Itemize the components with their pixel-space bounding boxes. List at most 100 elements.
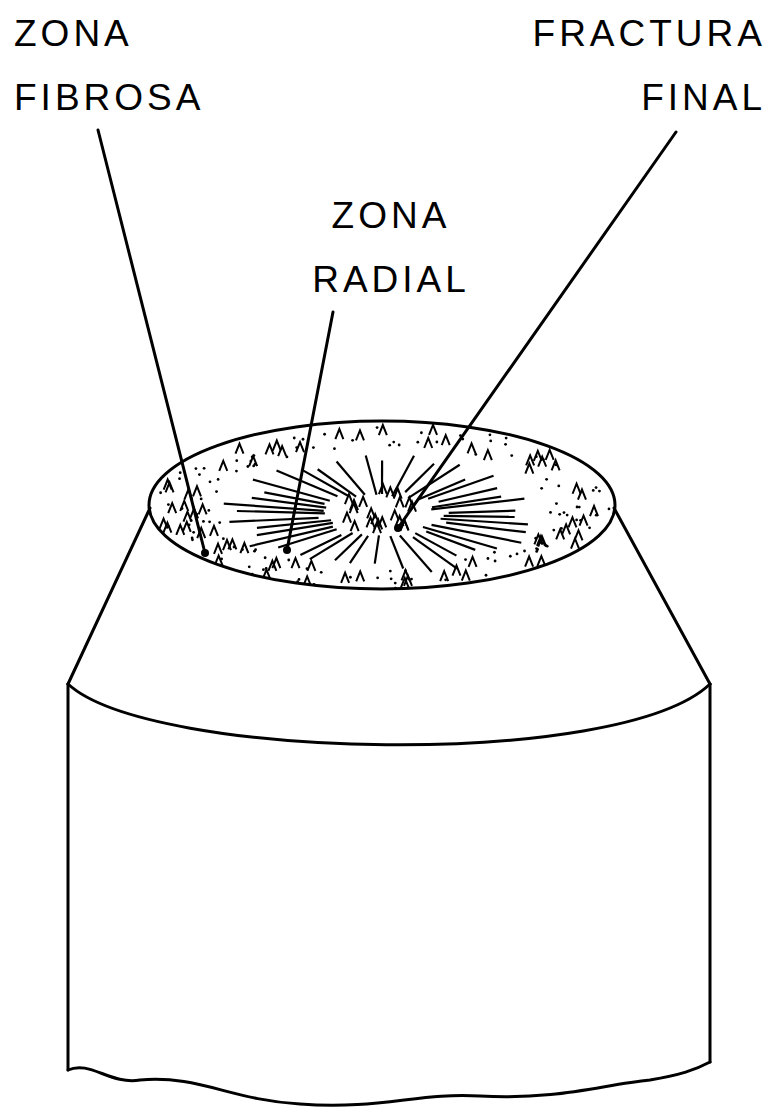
- texture-dot: [349, 576, 352, 579]
- fibrous-mark: [335, 429, 343, 439]
- texture-dot: [208, 520, 211, 523]
- texture-dot: [195, 467, 198, 470]
- texture-dot: [167, 503, 170, 506]
- texture-dot: [217, 478, 220, 481]
- radial-streak: [375, 535, 379, 563]
- texture-dot: [262, 568, 265, 571]
- texture-dot: [253, 550, 256, 553]
- texture-dot: [509, 555, 512, 558]
- fibrous-mark: [190, 508, 198, 518]
- texture-dot: [598, 490, 601, 493]
- texture-dot: [579, 519, 582, 522]
- fibrous-mark: [379, 425, 387, 435]
- texture-dot: [398, 444, 401, 447]
- radial-streak: [335, 534, 362, 560]
- texture-dot: [487, 557, 490, 560]
- fibrous-mark: [214, 544, 222, 554]
- fibrous-mark: [408, 502, 416, 512]
- fibrous-mark: [356, 571, 364, 581]
- texture-dot: [549, 511, 552, 514]
- texture-dot: [392, 441, 395, 444]
- fibrous-mark: [359, 497, 367, 507]
- leader-dots: [201, 524, 402, 557]
- texture-dot: [523, 550, 526, 553]
- fibrous-mark: [303, 576, 311, 586]
- fibrous-mark: [351, 521, 359, 531]
- texture-dot: [389, 570, 392, 573]
- texture-dot: [241, 548, 244, 551]
- fibrous-mark: [249, 456, 257, 466]
- texture-dot: [566, 514, 569, 517]
- texture-dot: [295, 446, 298, 449]
- texture-dot: [251, 573, 254, 576]
- radial-streak: [390, 536, 403, 568]
- fibrous-mark: [391, 510, 399, 520]
- texture-dot: [192, 531, 195, 534]
- texture-dot: [576, 506, 579, 509]
- cylinder-edge: [67, 684, 70, 1070]
- texture-dot: [246, 465, 249, 468]
- texture-dot: [394, 587, 397, 590]
- fibrous-mark: [184, 490, 192, 500]
- texture-dot: [191, 538, 194, 541]
- texture-dot: [351, 439, 354, 442]
- texture-dot: [410, 578, 413, 581]
- fibrous-mark: [429, 425, 437, 435]
- fibrous-mark: [215, 556, 223, 566]
- fibrous-mark: [378, 517, 386, 527]
- fibrous-mark: [193, 486, 201, 496]
- fibrous-mark: [573, 484, 581, 494]
- leader-dot: [283, 546, 291, 554]
- texture-dot: [563, 511, 566, 514]
- texture-dot: [588, 526, 591, 529]
- fibrous-mark: [223, 540, 231, 550]
- texture-dot: [265, 567, 268, 570]
- fibrous-mark: [350, 503, 358, 513]
- texture-dot: [505, 437, 508, 440]
- texture-dot: [489, 440, 492, 443]
- fracture-surface: [149, 421, 615, 589]
- part-label: ZONA FIBROSA: [14, 2, 274, 130]
- fibrous-mark: [164, 480, 172, 490]
- radial-streak: [431, 499, 524, 510]
- texture-dot: [555, 502, 558, 505]
- fibrous-mark: [160, 519, 168, 529]
- leader-line: [287, 312, 333, 550]
- leader-dot: [394, 524, 402, 532]
- fibrous-mark: [266, 444, 274, 454]
- texture-dot: [536, 548, 539, 551]
- break-line: [68, 1062, 710, 1105]
- fibrous-mark: [273, 441, 281, 451]
- texture-dot: [320, 571, 323, 574]
- texture-dot: [608, 508, 611, 511]
- cone-flank: [614, 508, 710, 684]
- fibrous-mark: [341, 573, 349, 583]
- texture-dot: [235, 470, 238, 473]
- texture-dot: [318, 585, 321, 588]
- texture-dot: [313, 583, 316, 586]
- texture-dot: [296, 580, 299, 583]
- texture-dot: [252, 465, 255, 468]
- texture-dot: [188, 523, 191, 526]
- radial-streak: [253, 480, 330, 501]
- texture-dot: [306, 567, 309, 570]
- fibrous-mark: [538, 457, 546, 467]
- radial-streak: [318, 469, 356, 496]
- fibrous-mark: [574, 530, 582, 540]
- fibrous-mark: [240, 543, 248, 553]
- texture-dot: [444, 578, 447, 581]
- texture-dot: [394, 582, 397, 585]
- fibrous-mark: [379, 484, 387, 494]
- texture-dot: [485, 574, 488, 577]
- texture-dot: [557, 485, 560, 488]
- texture-dot: [545, 478, 548, 481]
- texture-dot: [592, 489, 595, 492]
- fibrous-mark: [367, 508, 375, 518]
- texture-dot: [220, 558, 223, 561]
- texture-dot: [215, 490, 218, 493]
- texture-dot: [200, 498, 203, 501]
- texture-dot: [464, 558, 467, 561]
- radial-streak: [413, 537, 457, 568]
- texture-dot: [534, 537, 537, 540]
- fibrous-mark: [272, 558, 280, 568]
